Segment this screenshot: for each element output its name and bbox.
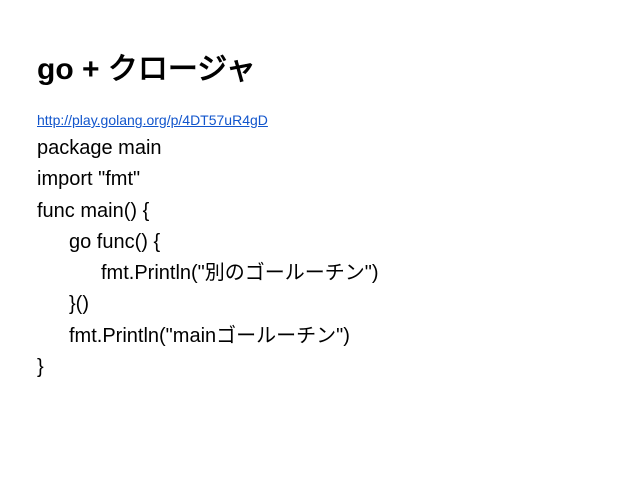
code-line: go func() { <box>69 230 161 253</box>
playground-link[interactable]: http://play.golang.org/p/4DT57uR4gD <box>37 112 268 128</box>
code-line: import "fmt" <box>37 168 141 191</box>
code-line: func main() { <box>37 199 150 222</box>
code-line: package main <box>37 137 162 159</box>
code-line: } <box>37 356 44 379</box>
code-line: fmt.Println("mainゴールーチン") <box>69 324 350 347</box>
code-block: package main import "fmt" func main() { … <box>37 133 379 383</box>
code-line: fmt.Println("別のゴールーチン") <box>101 262 379 285</box>
slide-title: go + クロージャ <box>37 53 256 86</box>
code-line: }() <box>69 293 89 316</box>
